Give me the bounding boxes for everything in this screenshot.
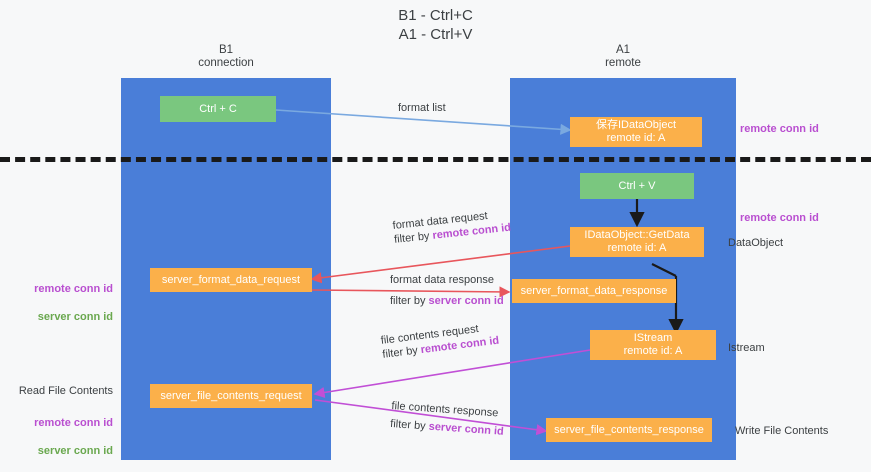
node-save-idataobject[interactable]: 保存IDataObject remote id: A xyxy=(570,117,702,147)
annotation-conn-ids-mid: remote conn id server conn id xyxy=(0,268,113,338)
edge-label-line2: filter by server conn id xyxy=(390,294,504,308)
annotation-dataobject: DataObject xyxy=(728,237,784,249)
node-server-format-data-request[interactable]: server_format_data_request xyxy=(150,268,312,292)
edge-label-line2-prefix: filter by xyxy=(390,295,429,307)
column-header-b1: B1 connection xyxy=(198,44,254,69)
annotation-write-file-contents: Write File Contents xyxy=(735,425,829,437)
column-header-a1: A1 remote xyxy=(605,44,641,69)
annotation-istream: Istream xyxy=(728,342,765,354)
annotation-conn-ids-bottom: remote conn id server conn id xyxy=(0,402,113,472)
edge-label-format-data-response: format data response filter by server co… xyxy=(390,273,504,308)
annotation-remote-conn-id: remote conn id xyxy=(34,283,113,295)
node-server-file-contents-request[interactable]: server_file_contents_request xyxy=(150,384,312,408)
edge-label-format-list: format list xyxy=(398,102,446,114)
phase-divider xyxy=(0,157,871,162)
edge-label-file-contents-response: file contents response filter by server … xyxy=(390,399,506,439)
node-idataobject-getdata[interactable]: IDataObject::GetData remote id: A xyxy=(570,227,704,257)
edge-label-line2-prefix: filter by xyxy=(381,344,422,361)
node-server-format-data-response[interactable]: server_format_data_response xyxy=(512,279,676,303)
annotation-remote-conn-id: remote conn id xyxy=(34,417,113,429)
edge-label-file-contents-request: file contents request filter by remote c… xyxy=(380,320,500,362)
annotation-remote-conn-id-top: remote conn id xyxy=(740,123,819,135)
annotation-server-conn-id: server conn id xyxy=(37,311,113,323)
edge-label-line2: filter by server conn id xyxy=(390,417,504,439)
node-server-file-contents-response[interactable]: server_file_contents_response xyxy=(546,418,712,442)
edge-label-line2-key: server conn id xyxy=(428,295,504,307)
edge-label-line2-prefix: filter by xyxy=(389,417,430,433)
edge-label-line1: format data response xyxy=(390,274,494,286)
edge-label-line2-prefix: filter by xyxy=(393,229,434,246)
edge-label-line2-key: server conn id xyxy=(428,420,505,438)
edge-label-format-data-request: format data request filter by remote con… xyxy=(392,207,512,247)
node-ctrl-c[interactable]: Ctrl + C xyxy=(160,96,276,122)
annotation-read-file-contents: Read File Contents xyxy=(18,385,113,397)
annotation-remote-conn-id-mid: remote conn id xyxy=(740,212,819,224)
node-istream[interactable]: IStream remote id: A xyxy=(590,330,716,360)
annotation-server-conn-id: server conn id xyxy=(37,445,113,457)
diagram-title: B1 - Ctrl+C A1 - Ctrl+V xyxy=(398,7,473,43)
node-ctrl-v[interactable]: Ctrl + V xyxy=(580,173,694,199)
